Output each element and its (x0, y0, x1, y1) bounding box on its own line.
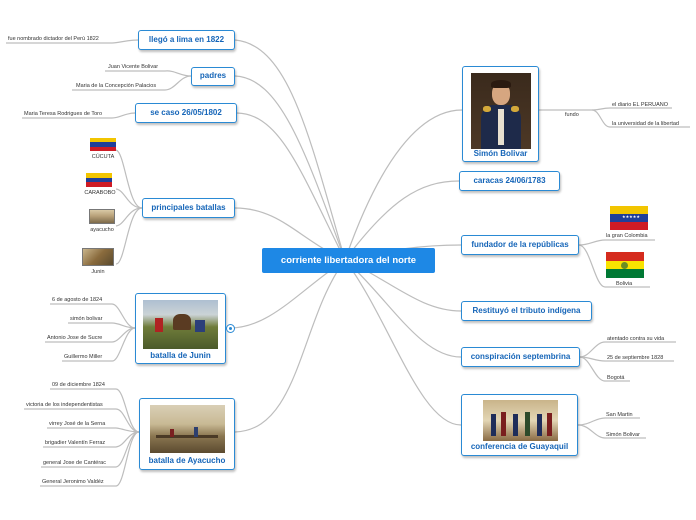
leaf-lima-dictador[interactable]: fue nombrado dictador del Perú 1822 (8, 36, 99, 42)
topic-caso[interactable]: se caso 26/05/1802 (135, 103, 237, 123)
leaf-ayacucho-ferraz[interactable]: brigadier Valentín Ferraz (45, 440, 106, 446)
leaf-fecha-atentado[interactable]: 25 de septiembre 1828 (607, 355, 664, 361)
leaf-fundo[interactable]: fundo (565, 112, 579, 118)
leaf-diario[interactable]: el diario EL PERUANO (612, 102, 669, 108)
guayaquil-painting-image (483, 400, 558, 441)
gran-colombia-flag-icon: ★★★★★ (610, 206, 648, 230)
bolivar-portrait-image (471, 73, 531, 149)
leaf-junin-miller[interactable]: Guillermo Miller (64, 354, 103, 360)
battle-junin-label[interactable]: Junin (91, 269, 105, 275)
leaf-bolivia[interactable]: Bolivia (616, 281, 633, 287)
topic-caracas[interactable]: caracas 24/06/1783 (459, 171, 560, 191)
leaf-esposa[interactable]: Maria Teresa Rodrigues de Toro (24, 111, 103, 117)
topic-guayaquil-title: conferencia de Guayaquil (470, 442, 569, 451)
leaf-junin-sucre[interactable]: Antonio Jose de Sucre (47, 335, 103, 341)
topic-simon-title: Simón Bolivar (473, 149, 528, 158)
topic-simon-bolivar[interactable]: Simón Bolivar (462, 66, 539, 162)
topic-conspiracion[interactable]: conspiración septembrina (461, 347, 580, 367)
ayacucho-painting-image (150, 405, 225, 453)
leaf-junin-bolivar[interactable]: simón bolivar (70, 316, 103, 322)
central-topic[interactable]: corriente libertadora del norte (262, 248, 435, 273)
link-globe-icon[interactable] (226, 324, 235, 333)
leaf-ayacucho-canterac[interactable]: general Jose de Cantérac (43, 460, 106, 466)
leaf-universidad[interactable]: la universidad de la libertad (612, 121, 679, 127)
topic-junin-title: batalla de Junin (150, 351, 211, 360)
topic-junin[interactable]: batalla de Junin (135, 293, 226, 364)
battle-cucuta-label[interactable]: CÚCUTA (91, 154, 115, 160)
junin-painting-image (143, 300, 218, 349)
leaf-junin-fecha[interactable]: 6 de agosto de 1824 (52, 297, 103, 303)
ayacucho-thumb-image (89, 209, 115, 224)
leaf-madre[interactable]: Maria de la Concepción Palacios (76, 83, 157, 89)
cucuta-image (90, 138, 116, 151)
topic-padres[interactable]: padres (191, 67, 235, 86)
topic-lima[interactable]: llegó a lima en 1822 (138, 30, 235, 50)
carabobo-image (86, 173, 112, 187)
topic-restituyo[interactable]: Restituyó el tributo indígena (461, 301, 592, 321)
topic-ayacucho-title: batalla de Ayacucho (148, 456, 226, 465)
topic-batallas[interactable]: principales batallas (142, 198, 235, 218)
leaf-ayacucho-fecha[interactable]: 09 de diciembre 1824 (52, 382, 105, 388)
topic-guayaquil[interactable]: conferencia de Guayaquil (461, 394, 578, 456)
leaf-ayacucho-valdez[interactable]: General Jeronimo Valdéz (42, 479, 104, 485)
leaf-padre[interactable]: Juan Vicente Bolivar (108, 64, 159, 70)
leaf-simon-bolivar[interactable]: Simón Bolivar (606, 432, 640, 438)
bolivia-flag-icon (606, 252, 644, 278)
leaf-bogota[interactable]: Bogotá (607, 375, 625, 381)
leaf-atentado[interactable]: atentado contra su vida (607, 336, 665, 342)
leaf-gran-colombia[interactable]: la gran Colombia (606, 233, 648, 239)
topic-fundador[interactable]: fundador de la repúblicas (461, 235, 579, 255)
junin-thumb-image (82, 248, 114, 266)
battle-carabobo-label[interactable]: CARABOBO (84, 190, 116, 196)
topic-ayacucho[interactable]: batalla de Ayacucho (139, 398, 235, 470)
battle-ayacucho-label[interactable]: ayacucho (90, 227, 114, 233)
leaf-ayacucho-serna[interactable]: virrey José de la Serna (49, 421, 106, 427)
leaf-ayacucho-victoria[interactable]: victoria de los independentistas (26, 402, 103, 408)
leaf-san-martin[interactable]: San Martin (606, 412, 633, 418)
